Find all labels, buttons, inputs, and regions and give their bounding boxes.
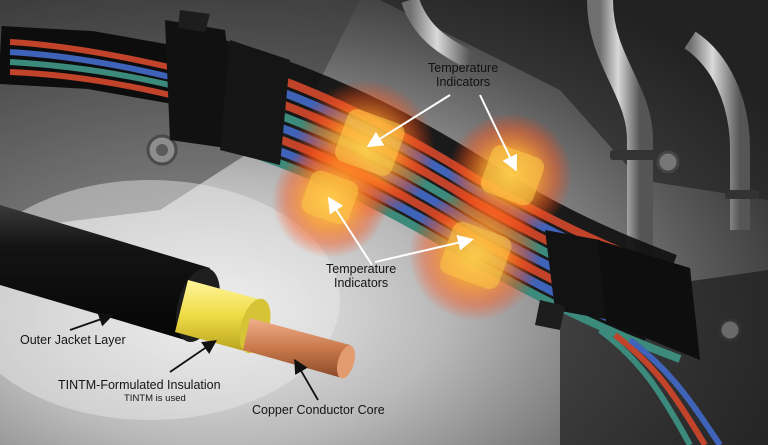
temp-bottom-line1: Temperature (326, 262, 397, 276)
harness-clamp-right (535, 230, 700, 360)
insulation-label: TINTM-Formulated Insulation (58, 378, 221, 392)
temp-top-line2: Indicators (435, 75, 491, 90)
left-harness (0, 26, 191, 104)
insulation-note: TINTM is used (124, 393, 186, 404)
harness-clamp-left (165, 10, 290, 165)
outer-jacket-label: Outer Jacket Layer (20, 333, 126, 347)
copper-core-label: Copper Conductor Core (252, 403, 385, 417)
temperature-indicators-label-top: Temperature Indicators (428, 61, 498, 90)
temperature-indicators-label-bottom: Temperature Indicators (326, 262, 396, 291)
temperature-indicator-glows (272, 80, 572, 321)
temp-bottom-line2: Indicators (333, 276, 389, 291)
temp-top-line1: Temperature (428, 61, 499, 75)
cable-callout-arrows (69, 312, 319, 401)
cable-cross-section (0, 205, 356, 379)
temperature-callout-arrows (327, 94, 518, 266)
